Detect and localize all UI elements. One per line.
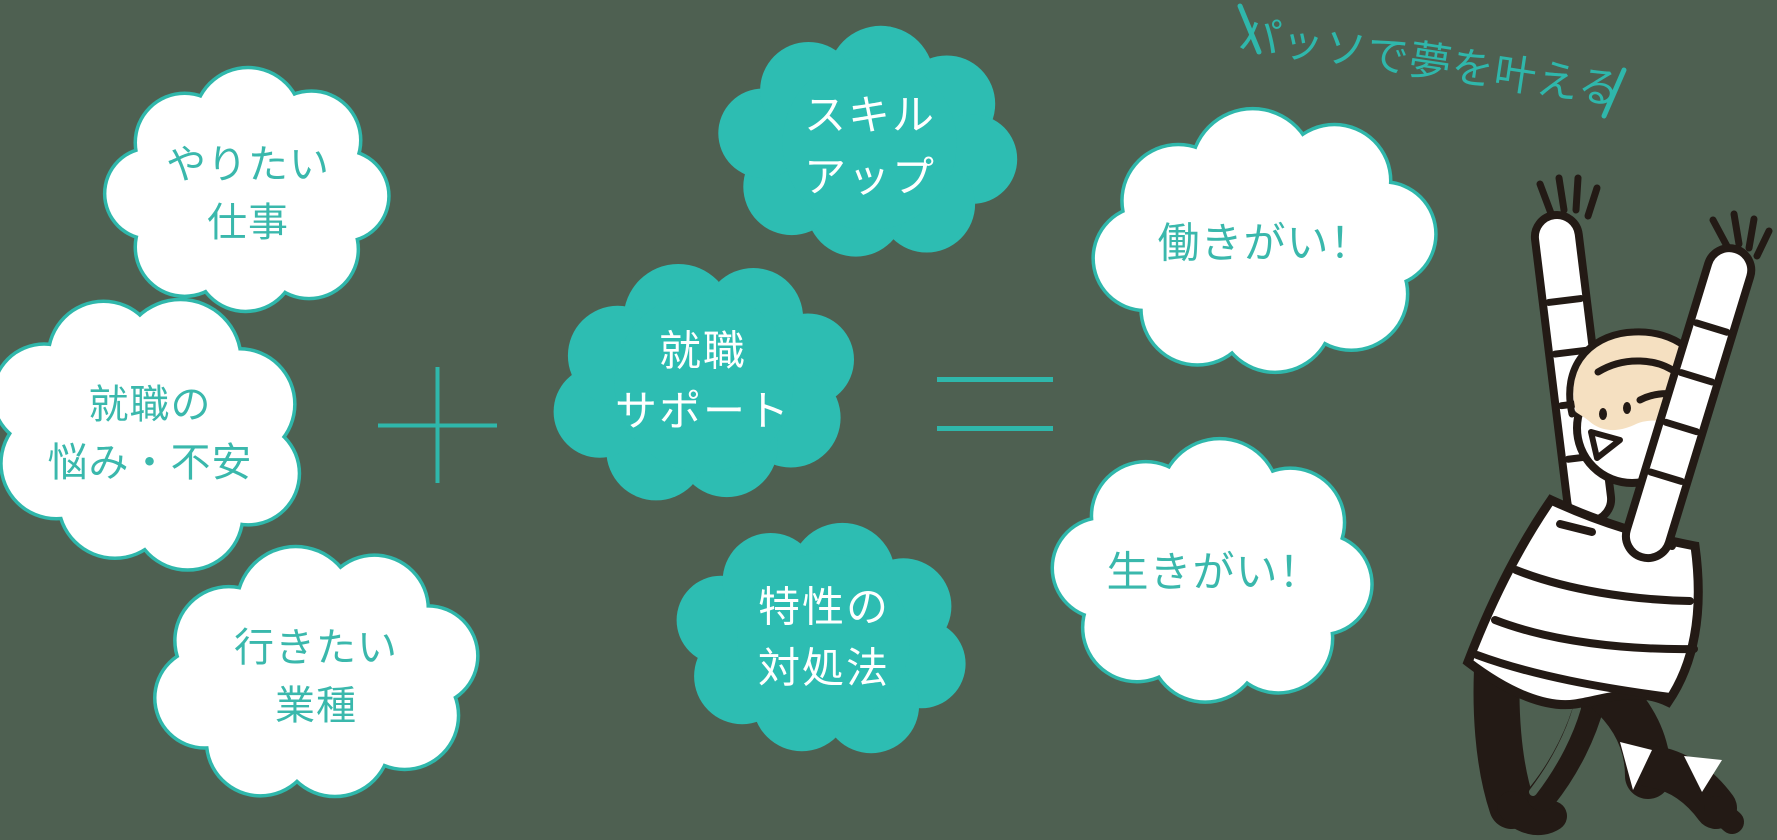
person-right-arm xyxy=(1621,210,1773,563)
cloud-text-line: 生きがい！ xyxy=(1106,549,1321,596)
plus-icon xyxy=(378,367,497,483)
cloud-skill-up: スキル アップ xyxy=(718,25,1018,257)
cloud-text-line: 就職の xyxy=(89,383,212,427)
person-eye-left xyxy=(1599,408,1607,420)
cloud-yaritai-shigoto: やりたい 仕事 xyxy=(102,65,391,314)
cloud-text-line: 特性の xyxy=(758,584,890,631)
cloud-text-line: 働きがい！ xyxy=(1157,220,1372,267)
cloud-text-line: 行きたい xyxy=(234,626,398,670)
cloud-hatarakigai: 働きがい！ xyxy=(1091,106,1438,375)
cloud-text-line: サポート xyxy=(615,388,791,435)
cloud-tokusei-taishoho: 特性の 対処法 xyxy=(676,522,966,754)
headline-slash-left xyxy=(1237,3,1262,55)
cloud-ikigai: 生きがい！ xyxy=(1050,436,1374,704)
cloud-text-line: 業種 xyxy=(275,684,357,728)
cloud-text-line: 仕事 xyxy=(207,201,289,245)
headline-slash-right xyxy=(1601,67,1627,119)
cloud-text-line: アップ xyxy=(804,154,936,201)
cloud-text-line: やりたい xyxy=(166,143,330,187)
shoe-sole xyxy=(1684,756,1722,792)
equals-icon xyxy=(937,377,1053,431)
cloud-text-line: 就職 xyxy=(659,328,747,375)
cloud-ikitai-gyoshu: 行きたい 業種 xyxy=(153,544,480,799)
cloud-shushoku-nayami-fuan: 就職の 悩み・不安 xyxy=(0,297,302,572)
cloud-text-line: 悩み・不安 xyxy=(48,441,253,485)
person-eye-right xyxy=(1623,402,1631,414)
cloud-text-line: 対処法 xyxy=(758,645,890,692)
person-mouth xyxy=(1588,429,1623,461)
cloud-shushoku-support: 就職 サポート xyxy=(553,264,855,501)
jumping-person-illustration xyxy=(1462,174,1773,836)
shoe-sole xyxy=(1620,742,1652,790)
cloud-text-line: スキル xyxy=(804,92,936,139)
